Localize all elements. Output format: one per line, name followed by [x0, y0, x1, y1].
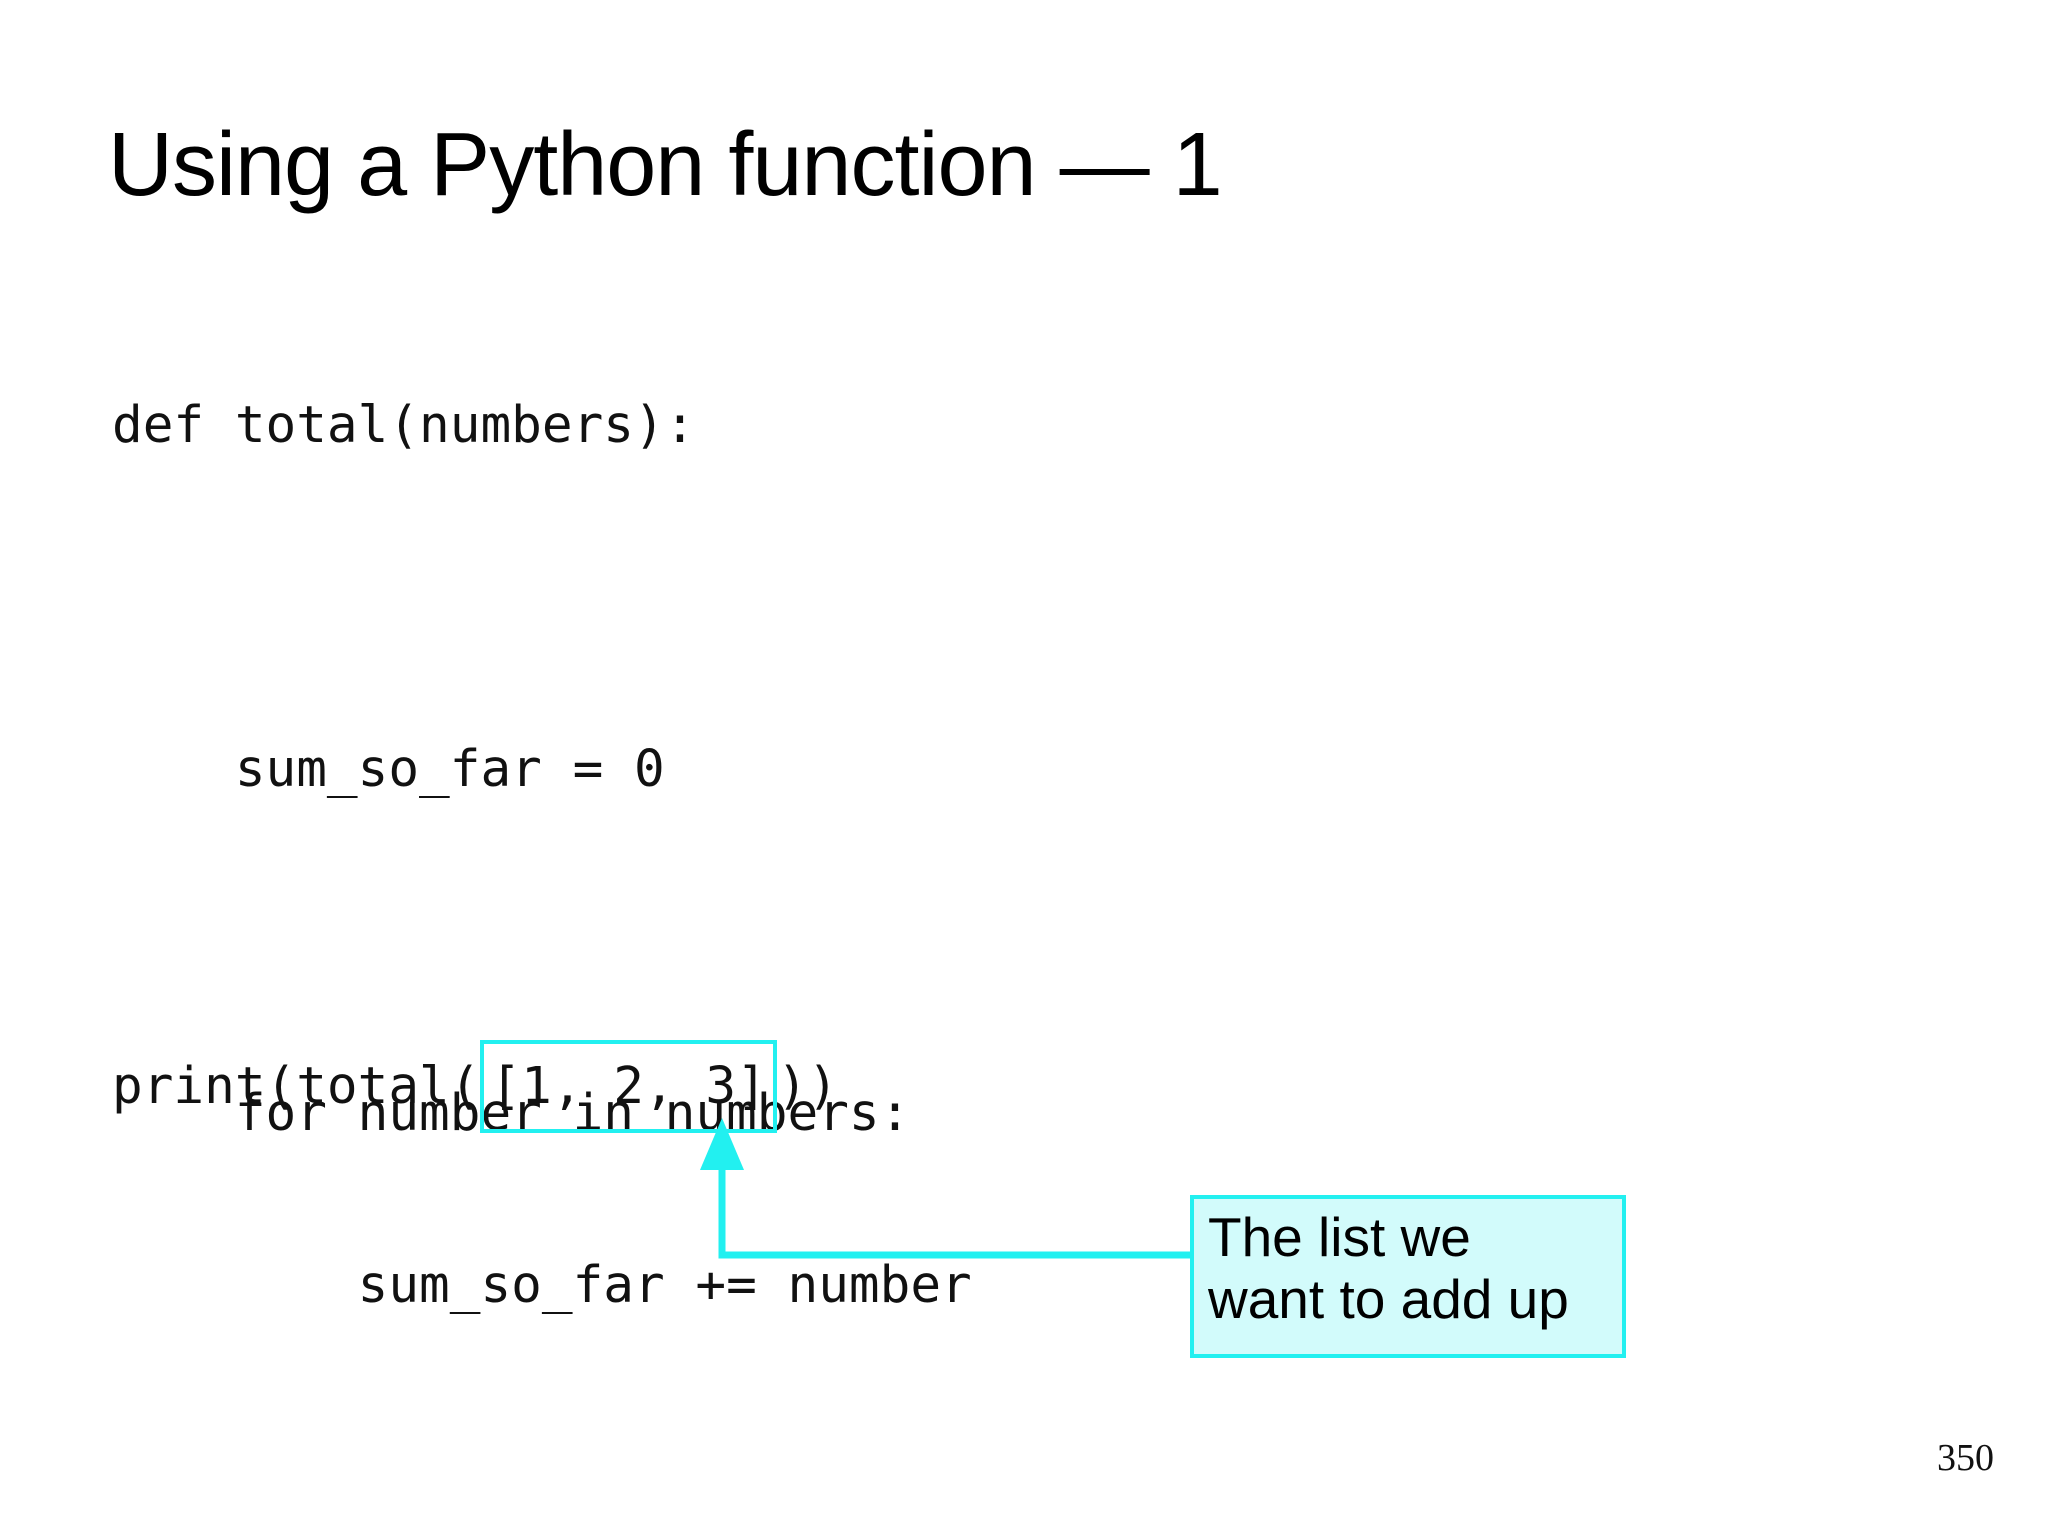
code-line-blank: [112, 572, 1612, 642]
highlighted-list-literal: [1, 2, 3]: [480, 1040, 777, 1133]
code-line-blank: [112, 1432, 1612, 1502]
code-line-blank: [112, 916, 1612, 986]
print-suffix: )): [776, 1057, 839, 1116]
print-prefix: print(total(: [112, 1057, 481, 1116]
callout-line-2: want to add up: [1208, 1267, 1569, 1330]
callout-line-1: The list we: [1208, 1206, 1471, 1268]
code-line: sum_so_far = 0: [112, 740, 665, 799]
page-title: Using a Python function — 1: [108, 115, 1223, 215]
print-statement-line: print(total([1, 2, 3])): [112, 1040, 838, 1133]
page-number: 350: [1937, 1437, 1994, 1479]
callout-box: The list we want to add up: [1190, 1195, 1626, 1358]
code-line: sum_so_far += number: [112, 1256, 972, 1315]
code-line: def total(numbers):: [112, 396, 696, 455]
